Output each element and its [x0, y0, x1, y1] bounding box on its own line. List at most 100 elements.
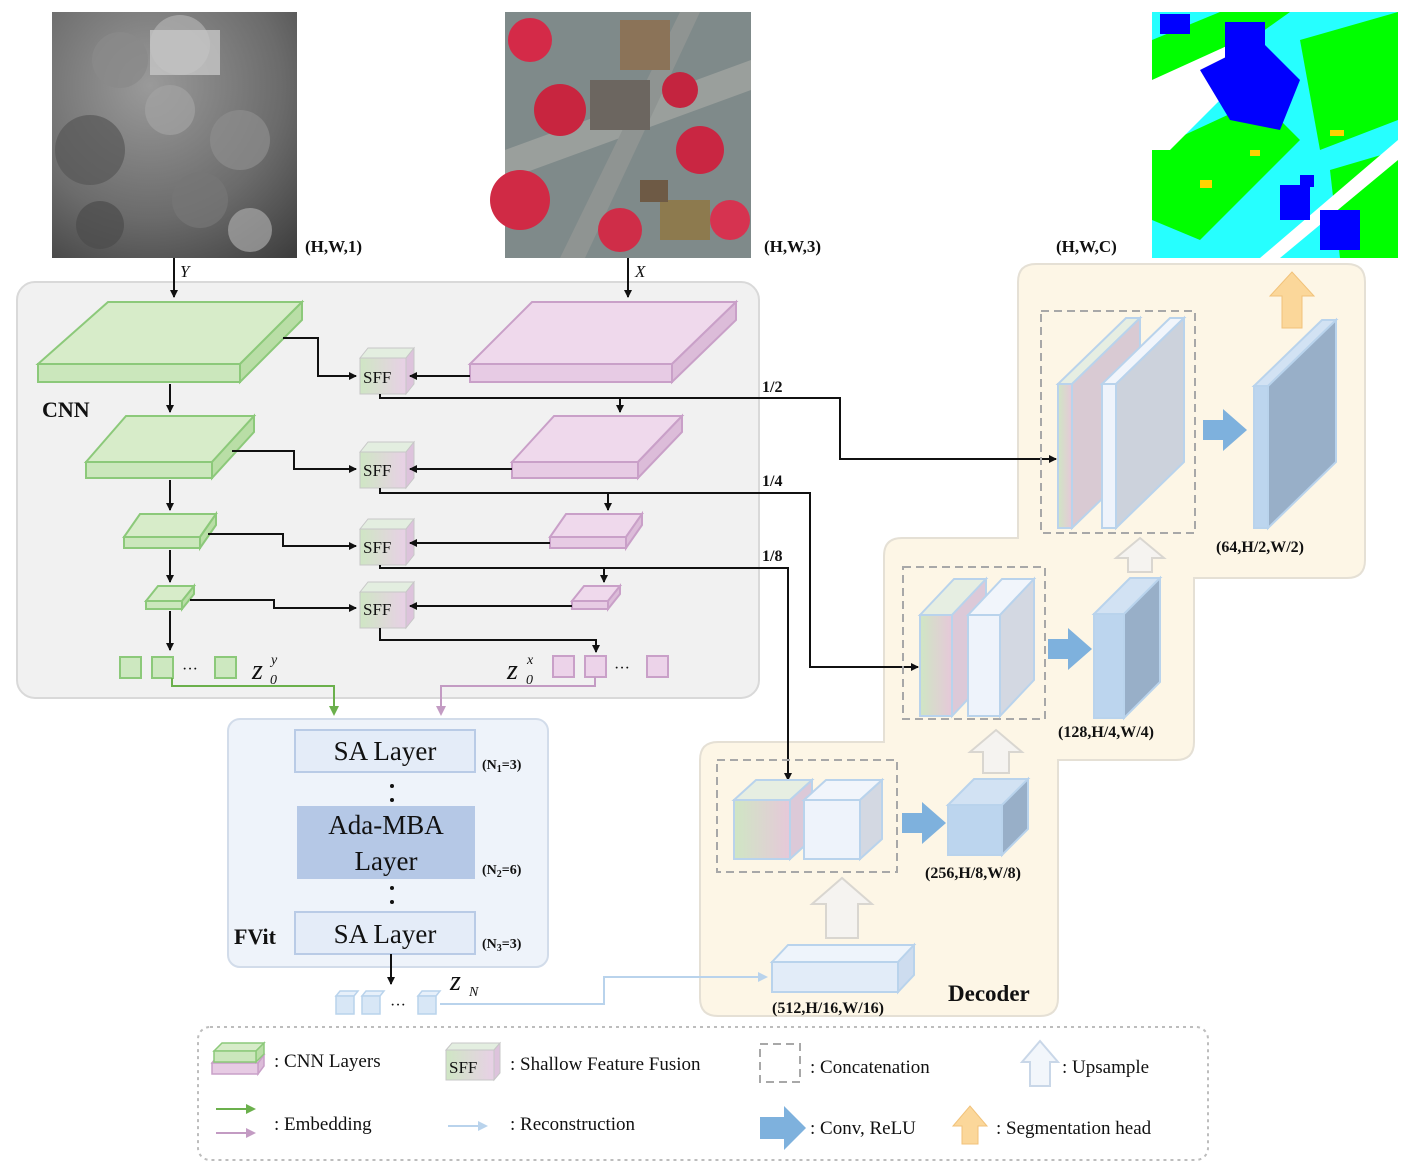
dim-512: (512,H/16,W/16): [772, 1000, 884, 1017]
block-128: [1091, 575, 1163, 721]
vdot: [390, 900, 394, 904]
zn-symbol: z: [449, 966, 461, 997]
zn-token: [416, 990, 442, 1015]
bottleneck-block: [769, 942, 917, 995]
zn-token: [334, 990, 360, 1015]
cnn-layer-4: [143, 583, 197, 612]
zy-subscript: 0: [270, 673, 277, 688]
zn-tokens: ···: [334, 990, 442, 1015]
rgb-layers: [467, 299, 739, 612]
upsample-arrow-1: [809, 876, 875, 939]
block-256: [945, 776, 1031, 858]
block-64: [1251, 317, 1339, 531]
scale-half: 1/2: [762, 379, 782, 396]
zx-symbol: z: [506, 655, 518, 686]
zn-ellipsis: ···: [390, 997, 406, 1014]
concat-box-1: [716, 759, 898, 873]
zn-subscript: N: [468, 985, 479, 1000]
y-tokens-ellipsis: ···: [182, 661, 198, 678]
sff-block-1: SFF: [358, 346, 416, 396]
legend-embedding-label: : Embedding: [274, 1114, 372, 1135]
vdot: [390, 784, 394, 788]
legend-conv-label: : Conv, ReLU: [810, 1118, 916, 1139]
legend-cnn-icon: [210, 1041, 266, 1077]
cnn-layer-1: [35, 299, 305, 385]
rgb-image: [490, 12, 751, 258]
x-tokens-ellipsis: ···: [614, 660, 630, 677]
ada-mba-layer: [297, 806, 475, 879]
sff-label: SFF: [363, 600, 391, 619]
legend-box: [197, 1026, 1209, 1161]
sff-block-4: SFF: [358, 580, 416, 630]
scale-quarter: 1/4: [762, 473, 782, 490]
segmentation-head-arrow: [1268, 271, 1316, 329]
sff-block-2: SFF: [358, 440, 416, 490]
legend-reconstruction-label: : Reconstruction: [510, 1114, 636, 1135]
legend-concat-label: : Concatenation: [810, 1057, 930, 1078]
cnn-title: CNN: [42, 397, 90, 422]
sff-label: SFF: [363, 538, 391, 557]
concat-cube-1a: [731, 777, 815, 862]
depth-dims: (H,W,1): [305, 237, 362, 256]
x-input-label: X: [634, 262, 646, 281]
legend-upsample-label: : Upsample: [1062, 1057, 1149, 1078]
legend-cnn-label: : CNN Layers: [274, 1051, 381, 1072]
zx-subscript: 0: [526, 673, 533, 688]
ada-mba-line1: Ada-MBA: [328, 810, 444, 840]
rgb-dims: (H,W,3): [764, 237, 821, 256]
sff-label: SFF: [363, 368, 391, 387]
concat-cube-2b: [965, 576, 1037, 719]
dim-256: (256,H/8,W/8): [925, 865, 1021, 882]
zx-label: z x 0: [506, 653, 534, 688]
upsample-arrow-3: [1113, 536, 1167, 573]
rgb-layer-4: [569, 583, 623, 612]
fvit-title: FVit: [234, 924, 277, 949]
legend-sff-label: : Shallow Feature Fusion: [510, 1054, 701, 1075]
conv-arrow-3: [1203, 409, 1247, 451]
segmentation-image: [1152, 12, 1398, 258]
encoder-panel: [16, 281, 760, 699]
vdot: [390, 798, 394, 802]
sff-label: SFF: [363, 461, 391, 480]
reconstruction-arrow: [440, 972, 768, 1005]
vdot: [390, 886, 394, 890]
depth-image: [52, 12, 297, 258]
sa-layer-top-label: SA Layer: [334, 736, 437, 766]
encoder-arrows: [166, 258, 1057, 781]
dim-64: (64,H/2,W/2): [1216, 539, 1304, 556]
legend-sff-icon-label: SFF: [449, 1058, 477, 1077]
y-input-label: Y: [180, 262, 191, 281]
ada-mba-line2: Layer: [355, 846, 418, 876]
sa-layer-bottom-label: SA Layer: [334, 919, 437, 949]
rgb-layer-2: [509, 413, 685, 481]
sa-layer-bottom: [294, 911, 476, 955]
zy-symbol: z: [251, 655, 263, 686]
rgb-layer-1: [467, 299, 739, 385]
zy-superscript: y: [269, 653, 278, 668]
cnn-layer-2: [83, 413, 257, 481]
n1-label: (N1=3): [482, 758, 522, 775]
zy-label: z y 0: [251, 653, 278, 688]
concat-cube-3b: [1099, 315, 1187, 531]
legend-seghead-label: : Segmentation head: [996, 1118, 1152, 1139]
upsample-arrow-2: [967, 728, 1025, 774]
n3-label: (N3=3): [482, 937, 522, 954]
conv-arrow-2: [1048, 628, 1092, 670]
n2-label: (N2=6): [482, 863, 522, 880]
legend-conv-icon: [760, 1106, 806, 1150]
embedding-arrow-y: [171, 678, 339, 716]
seg-dims: (H,W,C): [1056, 237, 1117, 256]
legend-concat-icon: [759, 1043, 801, 1083]
dim-128: (128,H/4,W/4): [1058, 724, 1154, 741]
zn-token: [360, 990, 386, 1015]
conv-arrow-1: [902, 802, 946, 844]
legend-seghead-icon: [951, 1105, 989, 1145]
sa-layer-top: [294, 729, 476, 773]
concat-cube-1b: [801, 777, 885, 862]
decoder-title: Decoder: [948, 981, 1030, 1006]
cnn-layer-3: [122, 510, 218, 552]
legend-upsample-icon: [1019, 1039, 1061, 1087]
zn-label: z N: [449, 966, 479, 1000]
y-tokens: ···: [119, 656, 237, 679]
